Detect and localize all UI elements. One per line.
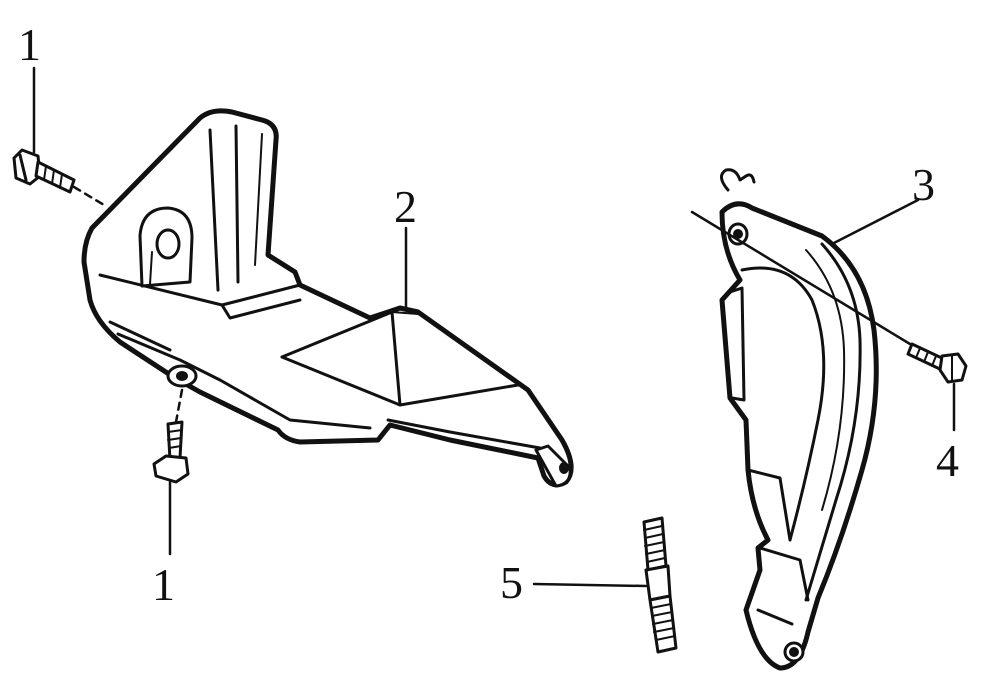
callout-5: 5 (500, 557, 523, 608)
callout-3: 3 (912, 159, 935, 210)
leader-5 (532, 582, 648, 588)
callout-4: 4 (936, 435, 959, 486)
part-5-stud (642, 516, 678, 654)
axis-line-bolt-top (72, 185, 106, 207)
part-2-guard (81, 108, 574, 488)
axis-line-part-3 (690, 210, 912, 346)
part-4-bolt (906, 342, 968, 384)
callout-1-top: 1 (18, 19, 41, 70)
callout-2: 2 (394, 181, 417, 232)
part-3-curved-guard (719, 168, 879, 671)
part-1-bolt-top (12, 148, 76, 194)
part-1-bolt-bottom (152, 420, 190, 484)
callout-1-bottom: 1 (152, 559, 175, 610)
leader-3 (830, 198, 920, 246)
axis-line-bolt-bottom (174, 388, 184, 424)
